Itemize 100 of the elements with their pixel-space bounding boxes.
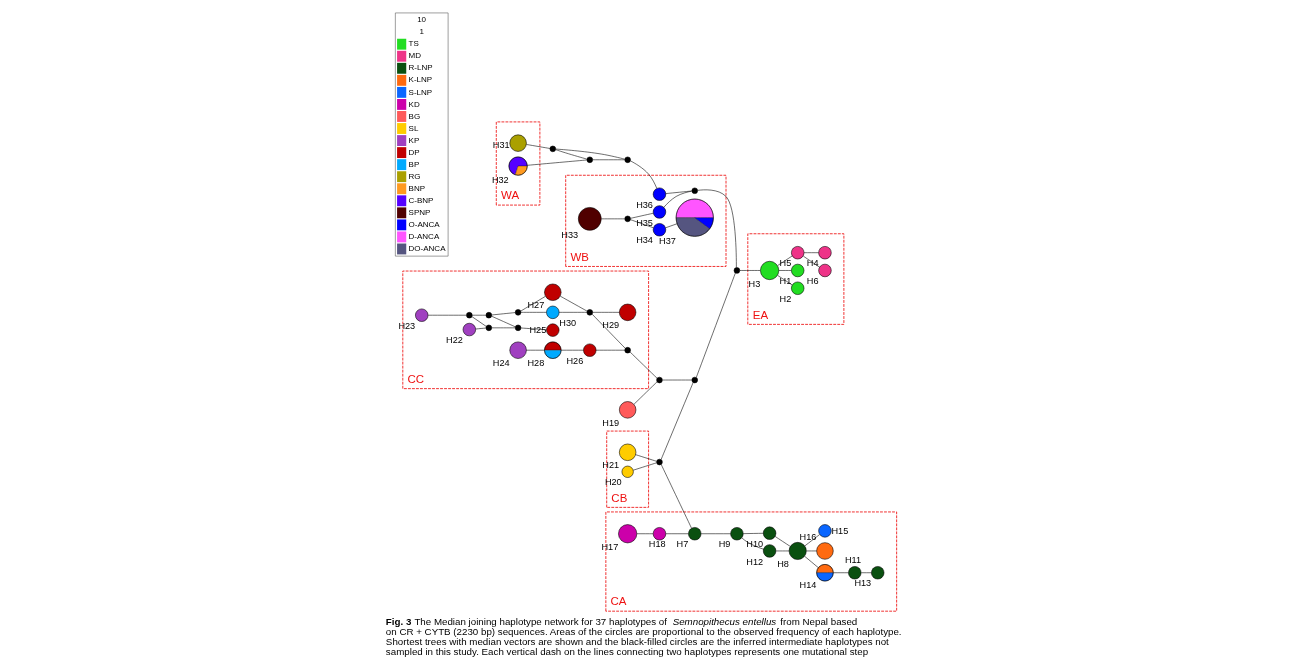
connector [806,550,817,552]
connector [558,312,588,313]
node-circle [871,566,885,580]
node-circle [816,542,834,560]
connector [665,533,689,535]
connector [491,312,516,316]
connector [633,381,658,405]
node-circle [763,544,777,558]
node-label: H34 [636,235,653,246]
node-circle [619,443,637,461]
connector [629,351,658,379]
node-circle [656,376,663,384]
connector [555,149,588,160]
connector [741,537,764,550]
connector [527,159,588,166]
node-circle [586,309,593,316]
connector [635,454,657,462]
node-label: H7 [676,539,689,550]
connector [660,382,694,460]
node-label: H16 [799,531,817,542]
connector [833,572,849,574]
connector [475,327,487,330]
node-circle [546,323,560,337]
connector [775,550,790,552]
node-label: H29 [602,320,620,330]
node-label: H9 [718,539,731,550]
node-label: H6 [806,276,819,287]
connector [662,379,693,381]
connector [743,533,764,534]
node-circle [514,309,522,316]
node-circle [688,527,702,541]
connector [591,313,626,349]
connector [630,213,654,219]
node-circle [760,261,780,280]
node-circle [578,207,602,231]
node-circle [652,205,667,219]
node-circle [652,223,667,237]
connector [427,314,467,316]
connector [665,223,678,229]
node-circle [788,542,807,560]
connector [630,219,654,229]
connector [700,533,731,535]
node-circle [763,526,777,540]
connector [560,295,588,312]
node-circle [818,246,832,260]
node-circle [730,527,744,541]
connector [739,270,761,271]
node-label: H35 [636,217,653,228]
node-circle [624,347,631,354]
node-label: H26 [566,355,584,366]
node-label: H8 [777,558,789,569]
node-circle [586,156,593,163]
connector [491,327,516,329]
node-circle [791,263,805,278]
connector [633,462,657,471]
node-circle [818,524,832,538]
node-circle [466,312,473,319]
node-circle [656,458,663,466]
connector [520,327,547,330]
connector [861,572,872,574]
node-label: H14 [799,580,817,591]
node-label: H3 [748,278,761,289]
node-circle [619,303,637,321]
connector [592,159,625,161]
node-circle [544,283,562,301]
node-label: H20 [604,476,622,487]
node-label: H10 [746,538,764,549]
node-circle [549,145,556,153]
node-label: H13 [854,578,872,589]
node-circle [462,322,476,337]
connector [555,148,625,160]
node-label: H5 [779,258,792,269]
connector [630,160,658,189]
node-label: H30 [559,317,577,328]
connector [601,218,625,220]
node-label: H31 [492,140,510,151]
node-circle [618,524,638,544]
connector [660,464,692,529]
caption: Fig. 3 The Median joining haplotype network for 37 haplotypes of Semnopithecus entellus from Nepal based on CR + CYTB (2230 bp) sequences. Areas of the circles are proportional to the observed frequency of each haplotype. Shortest trees with median vectors are shown and the black-filled circles are the inferred intermediate haplotypes not sampled in this study. Each vertical dash on the lines connecting two haplotypes represents one mutational step [385,616,902,657]
node-circle [624,156,631,163]
node-label: H24 [492,357,510,368]
node-circle [509,134,527,152]
node-label: H18 [648,539,666,550]
node-label: H36 [636,199,653,210]
connector [595,349,626,351]
node-circle [652,187,667,201]
connector [520,296,546,312]
node-circle [791,246,805,260]
connector [491,315,516,328]
node-label: H11 [845,555,862,566]
node-label: H25 [529,325,547,336]
node-label: H27 [527,299,545,310]
connector [526,349,545,351]
node-label: H12 [746,556,764,567]
node-circle [485,324,492,331]
node-circle [624,215,631,222]
node-label: H4 [806,258,819,269]
node-circle [691,376,698,384]
node-label: H1 [779,276,792,287]
node-circle [691,187,698,194]
